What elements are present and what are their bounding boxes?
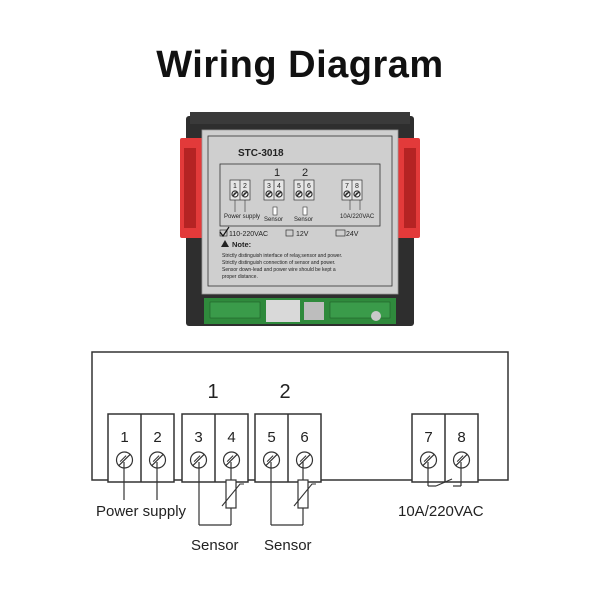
photo-terminal-number: 7: [345, 183, 349, 190]
voltage-option-1: 12V: [285, 229, 309, 238]
sensor-2-label: Sensor: [264, 537, 312, 554]
thermistor-icon: [302, 206, 308, 216]
terminal-number: 1: [120, 429, 128, 446]
note-line-2: Strictly distinguish connection of senso…: [222, 260, 335, 266]
note-line-4: proper distance.: [222, 274, 258, 280]
photo-power-label: Power supply: [224, 214, 260, 220]
thermistor-icon: [272, 206, 278, 216]
connector-block-mid2: [304, 302, 324, 320]
terminal-number: 7: [424, 429, 432, 446]
photo-terminal-number: 4: [277, 183, 281, 190]
terminal-number: 2: [153, 429, 161, 446]
terminal-number: 4: [227, 429, 235, 446]
page-title: Wiring Diagram: [156, 44, 444, 86]
photo-group-1-label: 1: [274, 167, 280, 179]
photo-terminal-number: 2: [243, 183, 247, 190]
voltage-option-0: 110-220VAC: [219, 226, 268, 238]
photo-terminal-number: 1: [233, 183, 237, 190]
photo-group-2-label: 2: [302, 167, 308, 179]
relay-contact: [427, 462, 462, 487]
model-label: STC-3018: [238, 148, 284, 159]
housing-top-edge: [190, 112, 410, 124]
right-clip-tab: [404, 148, 416, 228]
label-sticker: [201, 129, 399, 295]
thermistor-icon: [297, 479, 309, 509]
group-1-label: 1: [207, 381, 218, 403]
note-line-1: Strictly distinguish interface of relay,…: [222, 253, 342, 259]
terminal-number: 3: [194, 429, 202, 446]
photo-terminal-number: 6: [307, 183, 311, 190]
terminal-number: 5: [267, 429, 275, 446]
terminal-number: 8: [457, 429, 465, 446]
photo-sensor-2-label: Sensor: [294, 217, 313, 223]
group-2-label: 2: [279, 381, 290, 403]
photo-terminal-number: 8: [355, 183, 359, 190]
thermistor-icon: [225, 479, 237, 509]
relay-rating-label: 10A/220VAC: [398, 503, 484, 520]
terminal-strip: 1 2 3 4 5 6 7 8: [107, 413, 479, 483]
photo-relay-label: 10A/220VAC: [340, 214, 375, 220]
photo-terminal-number: 5: [297, 183, 301, 190]
relay-switch-icon: [435, 478, 453, 487]
photo-terminal-frame: [219, 163, 381, 227]
left-clip-tab: [184, 148, 196, 228]
voltage-option-label-2: 24V: [346, 231, 359, 238]
note-title: Note:: [232, 240, 251, 249]
sensor-1-circuit: [198, 462, 244, 526]
connector-block-mid: [266, 300, 300, 322]
sensor-2-circuit: [270, 462, 316, 526]
warning-icon: [221, 240, 229, 247]
connector-block-right: [329, 301, 391, 319]
connector-block-left: [209, 301, 261, 319]
voltage-checkbox-1: [285, 229, 294, 237]
voltage-option-label-0: 110-220VAC: [229, 231, 268, 238]
voltage-option-label-1: 12V: [296, 231, 309, 238]
screw-head: [371, 311, 381, 321]
photo-terminal-number: 3: [267, 183, 271, 190]
label-border: [207, 135, 393, 287]
photo-sensor-1-label: Sensor: [264, 217, 283, 223]
note-line-3: Sensor down-lead and power wire should b…: [222, 267, 336, 273]
checkmark-icon: [219, 226, 230, 238]
voltage-option-2: 24V: [335, 229, 359, 238]
terminal-number: 6: [300, 429, 308, 446]
sensor-1-label: Sensor: [191, 537, 239, 554]
voltage-checkbox-2: [335, 229, 346, 237]
power-supply-label: Power supply: [96, 503, 187, 520]
